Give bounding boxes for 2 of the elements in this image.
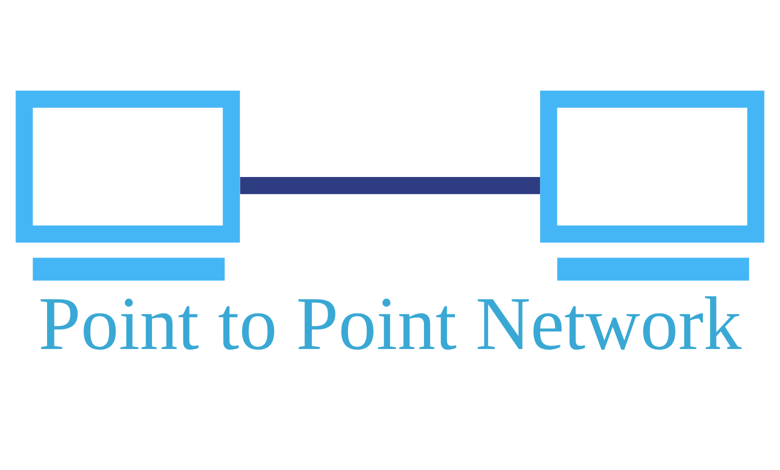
connector [240, 177, 540, 194]
caption: Point to Point Network [38, 282, 742, 366]
